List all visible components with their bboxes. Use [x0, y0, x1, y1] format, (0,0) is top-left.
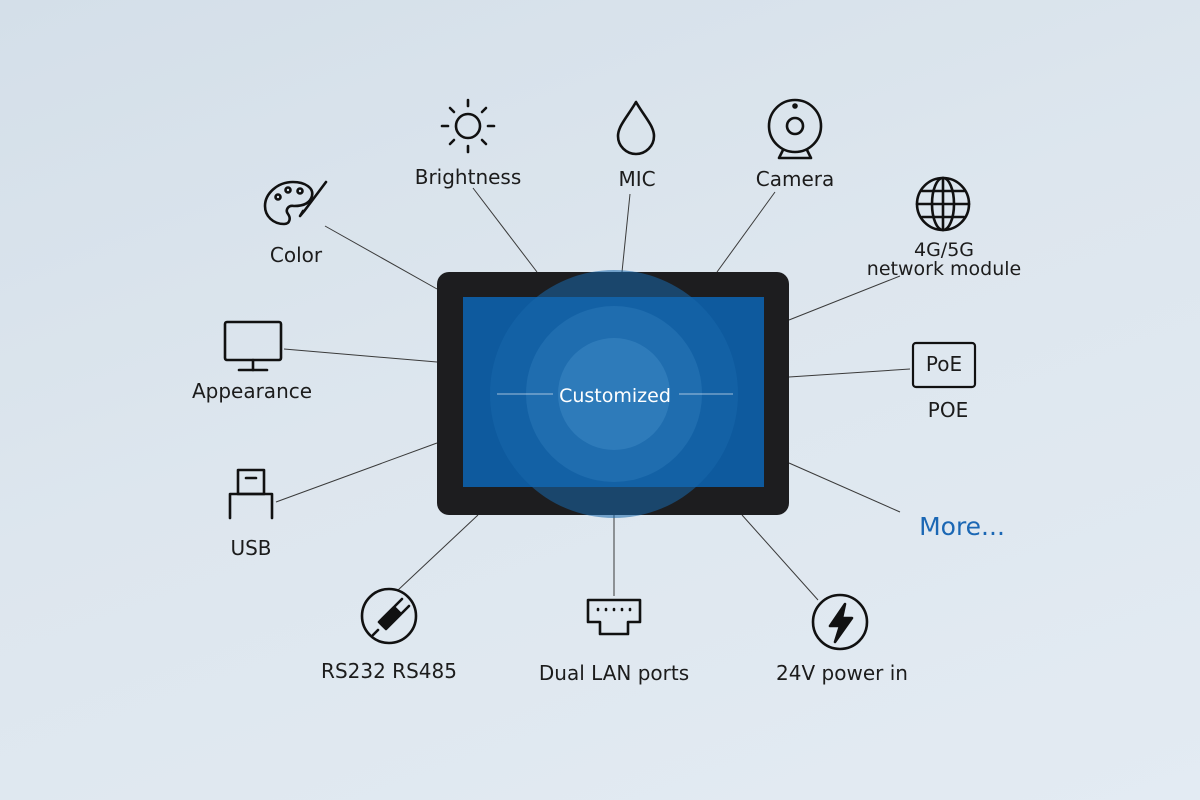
more-link[interactable]: More... [919, 512, 1005, 541]
label-camera: Camera [755, 167, 835, 191]
label-appearance: Appearance [191, 379, 313, 403]
label-dual-lan-ports: Dual LAN ports [538, 661, 690, 685]
monitor-icon [223, 320, 283, 372]
screen-customized-label: Customized [559, 385, 671, 407]
line-power [741, 514, 819, 601]
sun-icon [440, 98, 496, 154]
line-more [788, 462, 901, 513]
line-appearance [283, 348, 438, 363]
label-brightness: Brightness [414, 165, 522, 189]
screen-ring-inner [558, 338, 670, 450]
label-24v-power-in: 24V power in [776, 661, 908, 685]
line-network [788, 275, 901, 321]
line-brightness [472, 187, 538, 273]
plug-icon [360, 587, 418, 645]
usb-icon [228, 468, 274, 520]
label-network-module: 4G/5G network module [867, 241, 1021, 279]
poe-icon [911, 341, 977, 389]
poe-icon-text: PoE [925, 352, 963, 376]
line-mic [621, 193, 631, 273]
line-camera [716, 191, 776, 273]
drop-icon [616, 100, 656, 156]
label-network-line1: 4G/5G [913, 239, 975, 261]
ethernet-port-icon [586, 598, 642, 636]
palette-icon [263, 180, 328, 226]
lightning-bolt-icon [811, 593, 869, 651]
globe-icon [915, 176, 971, 232]
line-rs [396, 514, 479, 592]
line-color [324, 225, 438, 290]
label-network-line2: network module [866, 258, 1022, 280]
line-usb [275, 442, 438, 503]
label-mic: MIC [618, 167, 656, 191]
line-poe [788, 368, 911, 378]
camera-icon [767, 98, 823, 160]
display-device [437, 270, 789, 518]
label-rs232-rs485: RS232 RS485 [321, 659, 457, 683]
connector-lines [275, 187, 911, 601]
label-usb: USB [230, 536, 272, 560]
label-color: Color [269, 243, 323, 267]
label-poe: POE [927, 398, 969, 422]
